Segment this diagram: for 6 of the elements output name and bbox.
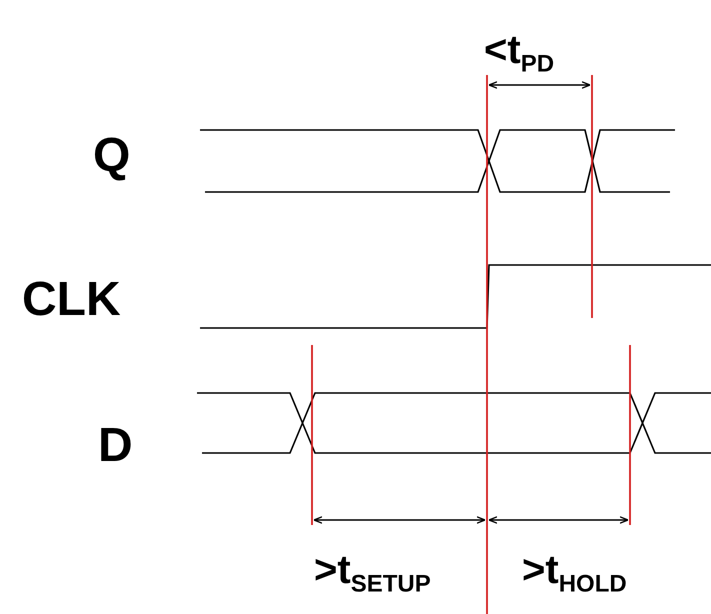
timing-label: <t$_{PD}$ bbox=[484, 30, 554, 76]
timing-label: >t$_{SETUP}$ bbox=[314, 550, 431, 596]
timing-label: >t$_{HOLD}$ bbox=[522, 550, 627, 596]
signal-name: CLK bbox=[22, 276, 121, 324]
signal-name: D bbox=[98, 422, 133, 470]
signal-name: Q bbox=[93, 132, 130, 180]
